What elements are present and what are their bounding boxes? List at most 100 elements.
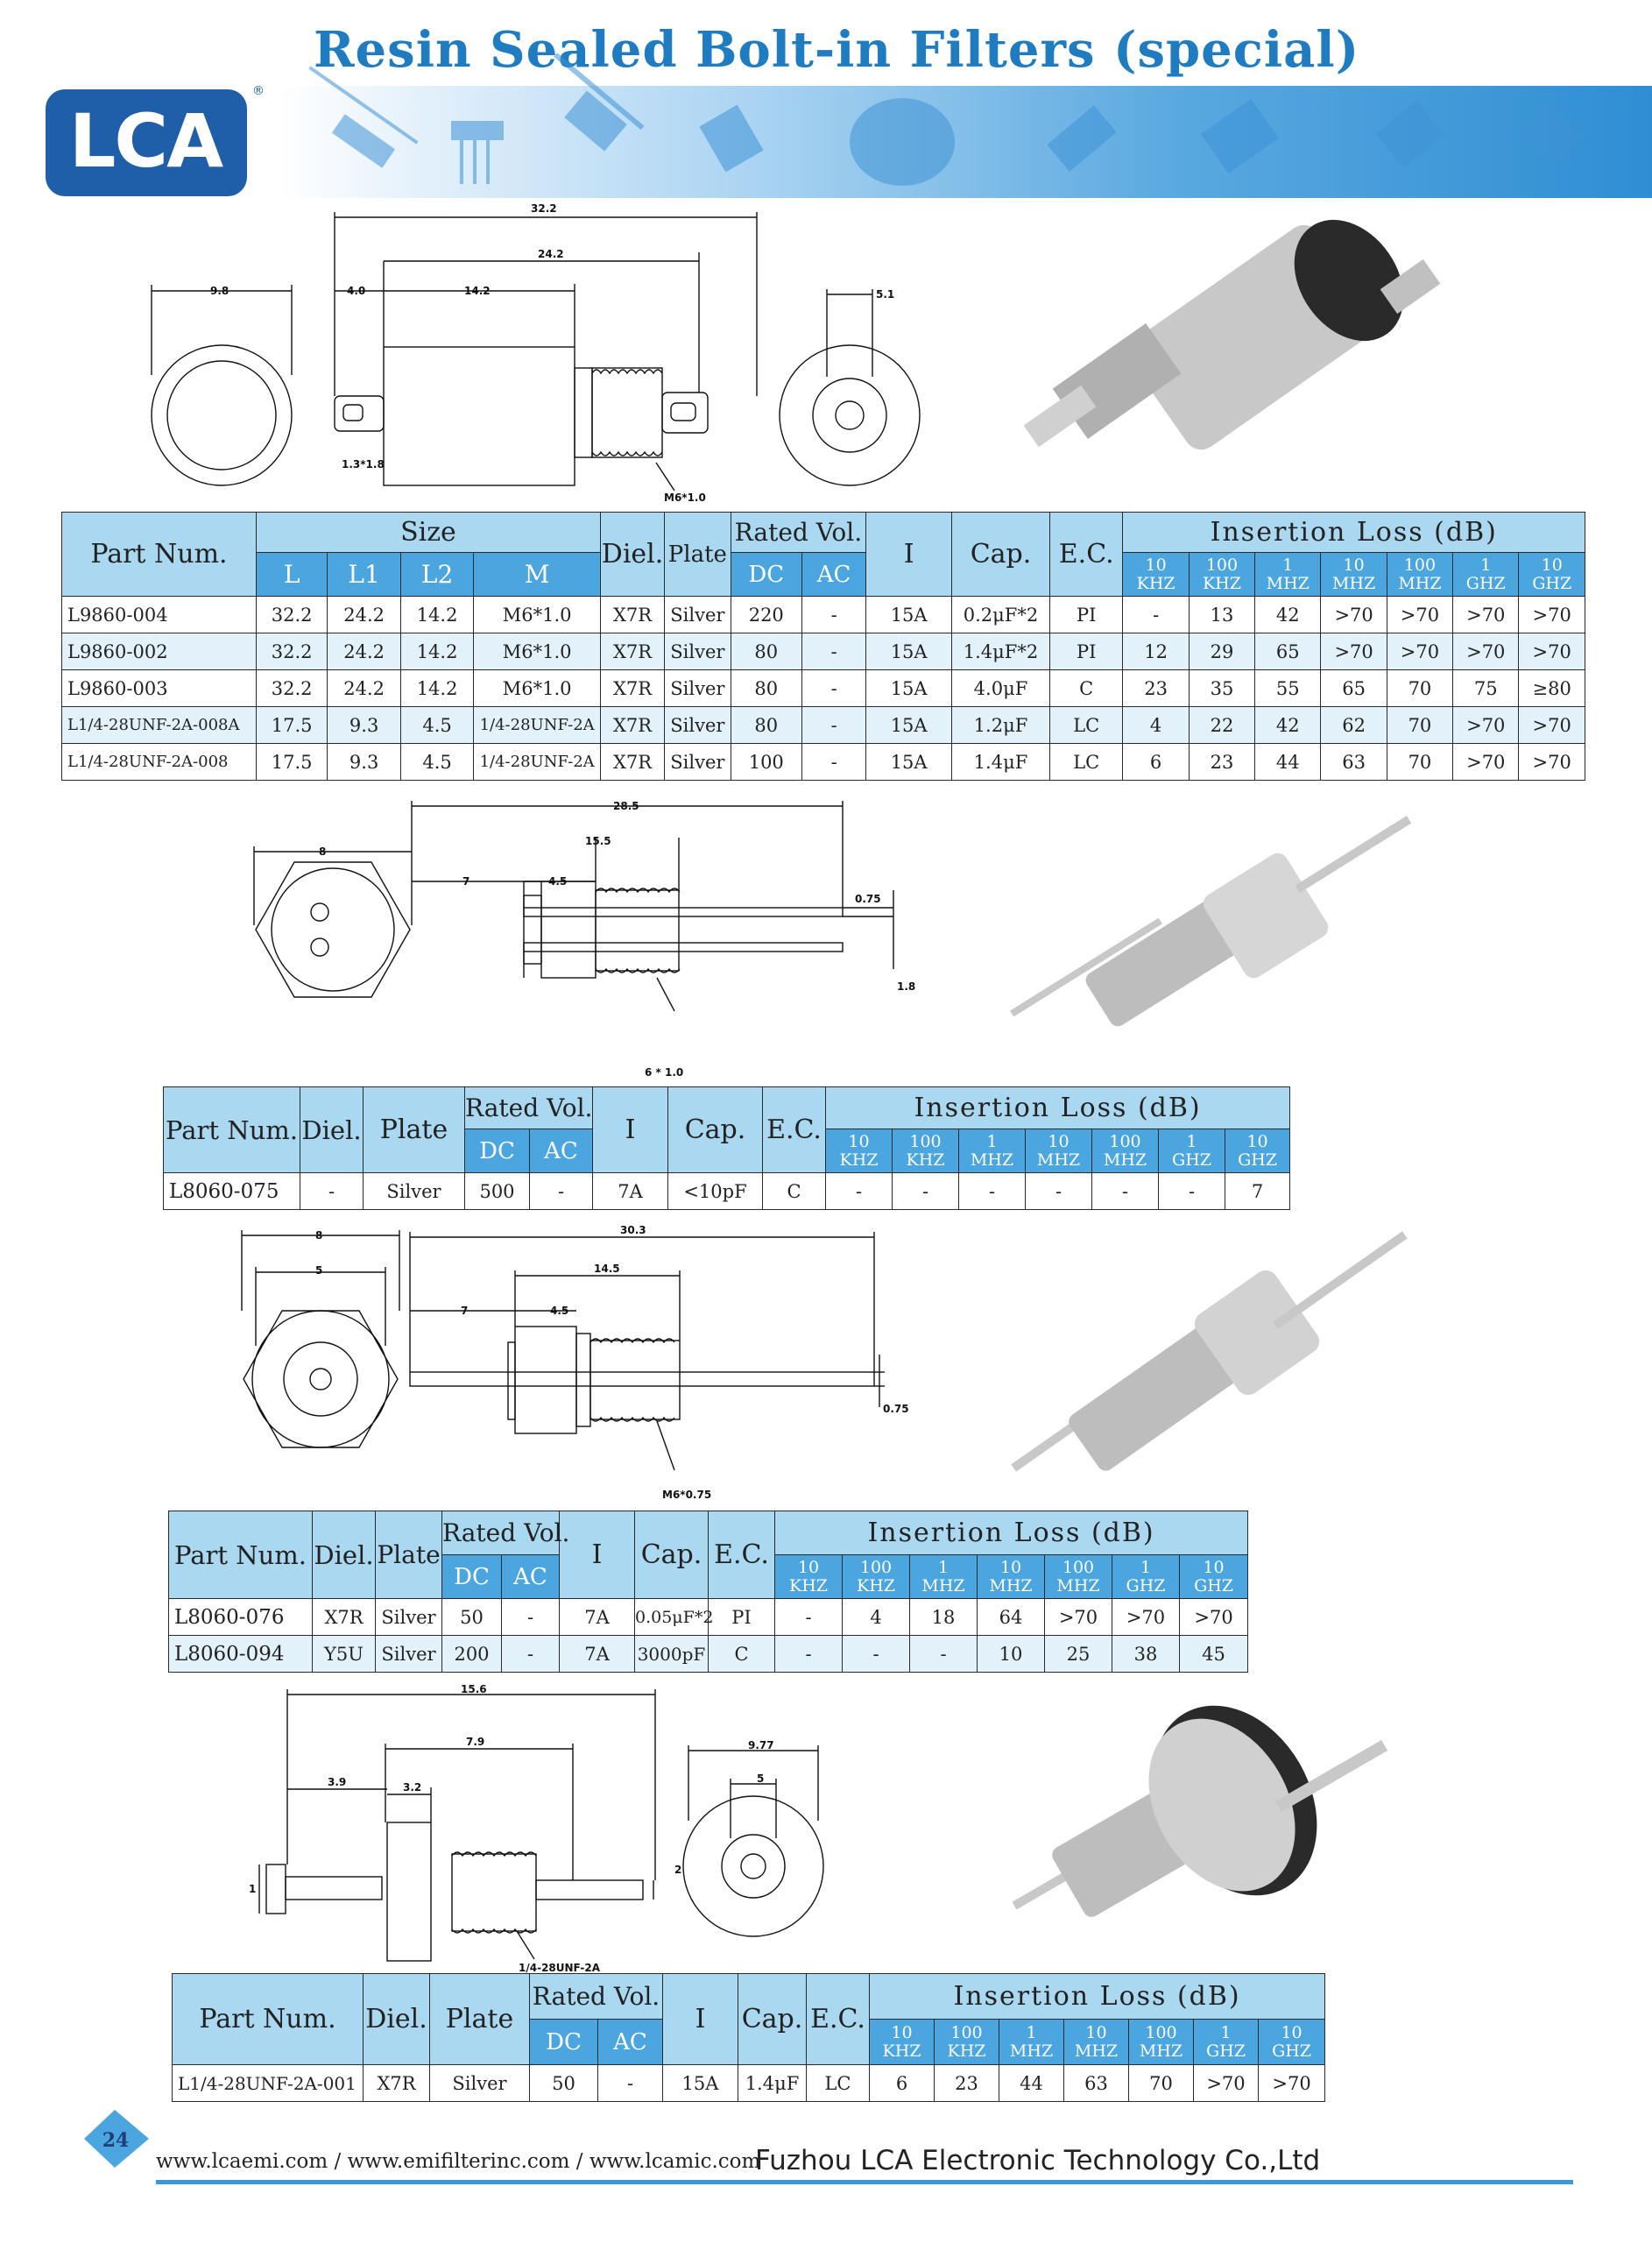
dim-label: 4.5	[548, 875, 567, 888]
col-insertion-loss: Insertion Loss (dB)	[824, 1086, 1291, 1129]
dim-label: 1.8	[897, 980, 915, 993]
dim-label: 4.0	[347, 285, 365, 297]
col-current: I	[865, 512, 952, 597]
col-ac: AC	[501, 1554, 560, 1599]
dim-label: 6 * 1.0	[645, 1066, 683, 1079]
dim-label: 3.9	[328, 1776, 346, 1788]
dim-label: 0.75	[883, 1403, 909, 1415]
registered-mark: ®	[252, 84, 265, 98]
product-silhouettes	[308, 53, 1585, 186]
col-current: I	[592, 1086, 668, 1173]
col-L2: L2	[399, 552, 475, 597]
col-cap: Cap.	[951, 512, 1050, 597]
dim-label: 4.5	[550, 1305, 568, 1317]
dim-label: 1.3*1.8	[342, 458, 385, 471]
drawing-4-side-view: 9.77 5 2	[674, 1739, 824, 1937]
col-ec: E.C.	[762, 1086, 826, 1173]
company-logo	[46, 89, 247, 196]
col-M: M	[473, 552, 601, 597]
col-insertion-loss: Insertion Loss (dB)	[1122, 512, 1585, 553]
col-current: I	[559, 1511, 635, 1599]
col-diel: Diel.	[599, 512, 666, 597]
col-rated-vol: Rated Vol.	[730, 512, 867, 553]
page-number-badge: 24	[75, 2108, 154, 2169]
dim-label: 1/4-28UNF-2A	[519, 1962, 601, 1974]
dim-label: M6*1.0	[664, 492, 706, 504]
dim-label: 5.1	[876, 288, 894, 301]
col-ac: AC	[801, 552, 867, 597]
footer-company: Fuzhou LCA Electronic Technology Co.,Ltd	[755, 2145, 1321, 2176]
col-size: Size	[255, 512, 601, 553]
col-rated-vol: Rated Vol.	[441, 1511, 569, 1555]
footer-rule	[156, 2180, 1573, 2184]
spec-table-2: Part Num. Diel. Plate Rated Vol. I Cap. …	[163, 1086, 1291, 1210]
dim-label: 1	[249, 1883, 256, 1895]
dim-label: 7.9	[466, 1736, 484, 1748]
spec-table-1: Part Num. Size Diel. Plate Rated Vol. I …	[61, 512, 1585, 781]
product-photo-3	[1011, 1231, 1408, 1472]
dim-label: 9.8	[210, 285, 229, 297]
product-photo-1	[1023, 219, 1441, 450]
col-part-num: Part Num.	[163, 1086, 300, 1173]
product-photo-4	[1012, 1705, 1388, 1917]
footer-websites: www.lcaemi.com / www.emifilterinc.com / …	[156, 2150, 761, 2173]
product-photo-2	[1010, 816, 1412, 1027]
col-dc: DC	[441, 1554, 502, 1599]
col-ac: AC	[529, 1129, 593, 1173]
col-insertion-loss: Insertion Loss (dB)	[868, 1973, 1326, 2020]
drawing-1-dimensions: 32.2 24.2 9.8 4.0 14.2 1.3*1.8 M6*1.0	[151, 202, 758, 504]
col-rated-vol: Rated Vol.	[464, 1086, 593, 1129]
spec-table-4: Part Num. Diel. Plate Rated Vol. I Cap. …	[172, 1973, 1326, 2102]
col-part-num: Part Num.	[168, 1511, 313, 1599]
col-ac: AC	[597, 2019, 663, 2065]
page-title: Resin Sealed Bolt-in Filters (special)	[314, 21, 1360, 79]
col-ec: E.C.	[1048, 512, 1124, 597]
col-diel: Diel.	[363, 1973, 430, 2065]
col-cap: Cap.	[667, 1086, 763, 1173]
dim-label: 9.77	[748, 1739, 774, 1751]
dim-label: 7	[461, 1305, 468, 1317]
drawing-3-dimensions: 30.3 8 5 14.5 7 4.5 0.75 M6*0.75	[241, 1224, 909, 1501]
dim-label: 3.2	[403, 1781, 421, 1794]
col-rated-vol: Rated Vol.	[529, 1973, 663, 2020]
dim-label: 24.2	[538, 248, 564, 260]
col-diel: Diel.	[300, 1086, 364, 1173]
spec-table-3: Part Num. Diel. Plate Rated Vol. I Cap. …	[168, 1511, 1249, 1673]
dim-label: 8	[315, 1229, 322, 1242]
col-current: I	[662, 1973, 738, 2065]
dim-label: 7	[462, 875, 469, 888]
col-L1: L1	[327, 552, 401, 597]
col-cap: Cap.	[634, 1511, 709, 1599]
col-ec: E.C.	[708, 1511, 775, 1599]
dim-label: M6*0.75	[662, 1489, 711, 1501]
col-L: L	[255, 552, 328, 597]
dim-label: 28.5	[613, 800, 639, 812]
drawing-2-dimensions: 28.5 8 15.5 7 4.5 0.75 1.8 6 * 1.0	[253, 800, 915, 1079]
dim-label: 32.2	[531, 202, 557, 215]
dim-label: 15.5	[585, 835, 611, 847]
